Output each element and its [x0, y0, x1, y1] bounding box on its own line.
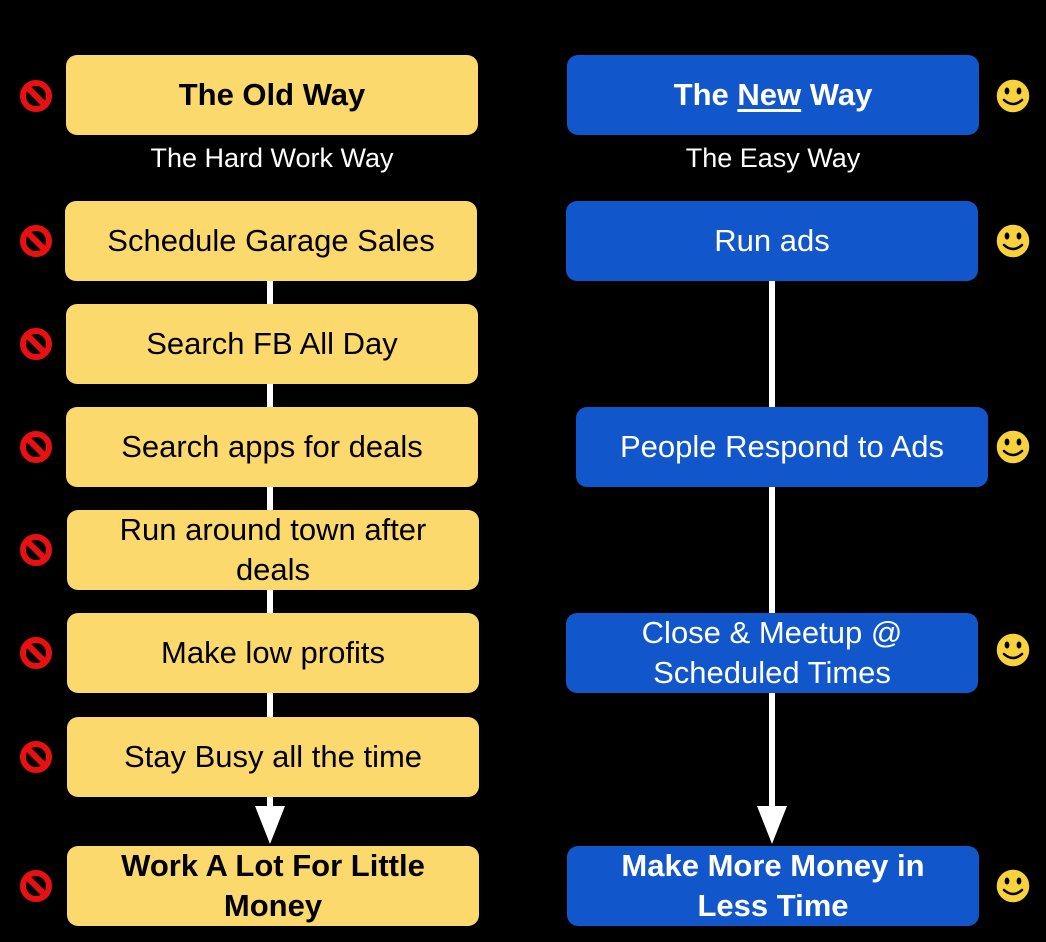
- new-step-close-meetup: Close & Meetup @ Scheduled Times: [566, 613, 978, 693]
- old-step-stay-busy: Stay Busy all the time: [67, 717, 479, 797]
- no-entry-icon: [20, 534, 52, 566]
- smiley-face-icon: [995, 223, 1031, 259]
- new-step-run-ads: Run ads: [566, 201, 978, 281]
- smiley-face-icon: [995, 868, 1031, 904]
- old-step-schedule-garage-sales: Schedule Garage Sales: [65, 201, 477, 281]
- no-entry-icon: [20, 870, 52, 902]
- no-entry-icon: [20, 80, 52, 112]
- smiley-face-icon: [995, 78, 1031, 114]
- old-step-low-profits: Make low profits: [67, 613, 479, 693]
- old-way-result: Work A Lot For Little Money: [67, 846, 479, 926]
- new-way-subtitle: The Easy Way: [685, 143, 861, 173]
- new-way-header-label: The New Way: [673, 77, 873, 112]
- smiley-face-icon: [995, 429, 1031, 465]
- new-way-arrowhead: [757, 806, 787, 844]
- new-way-header: The New Way: [567, 55, 979, 135]
- no-entry-icon: [20, 637, 52, 669]
- old-step-search-apps: Search apps for deals: [66, 407, 478, 487]
- old-step-search-fb: Search FB All Day: [66, 304, 478, 384]
- new-step-people-respond: People Respond to Ads: [576, 407, 988, 487]
- old-step-run-around-town: Run around town after deals: [67, 510, 479, 590]
- new-way-header-emphasis: New: [737, 77, 802, 112]
- old-way-subtitle: The Hard Work Way: [150, 143, 394, 173]
- no-entry-icon: [20, 431, 52, 463]
- old-way-arrowhead: [255, 806, 285, 844]
- new-way-result: Make More Money in Less Time: [567, 846, 979, 926]
- old-way-header-label: The Old Way: [178, 77, 366, 112]
- smiley-face-icon: [995, 632, 1031, 668]
- no-entry-icon: [20, 741, 52, 773]
- no-entry-icon: [20, 328, 52, 360]
- no-entry-icon: [20, 225, 52, 257]
- old-way-header: The Old Way: [66, 55, 478, 135]
